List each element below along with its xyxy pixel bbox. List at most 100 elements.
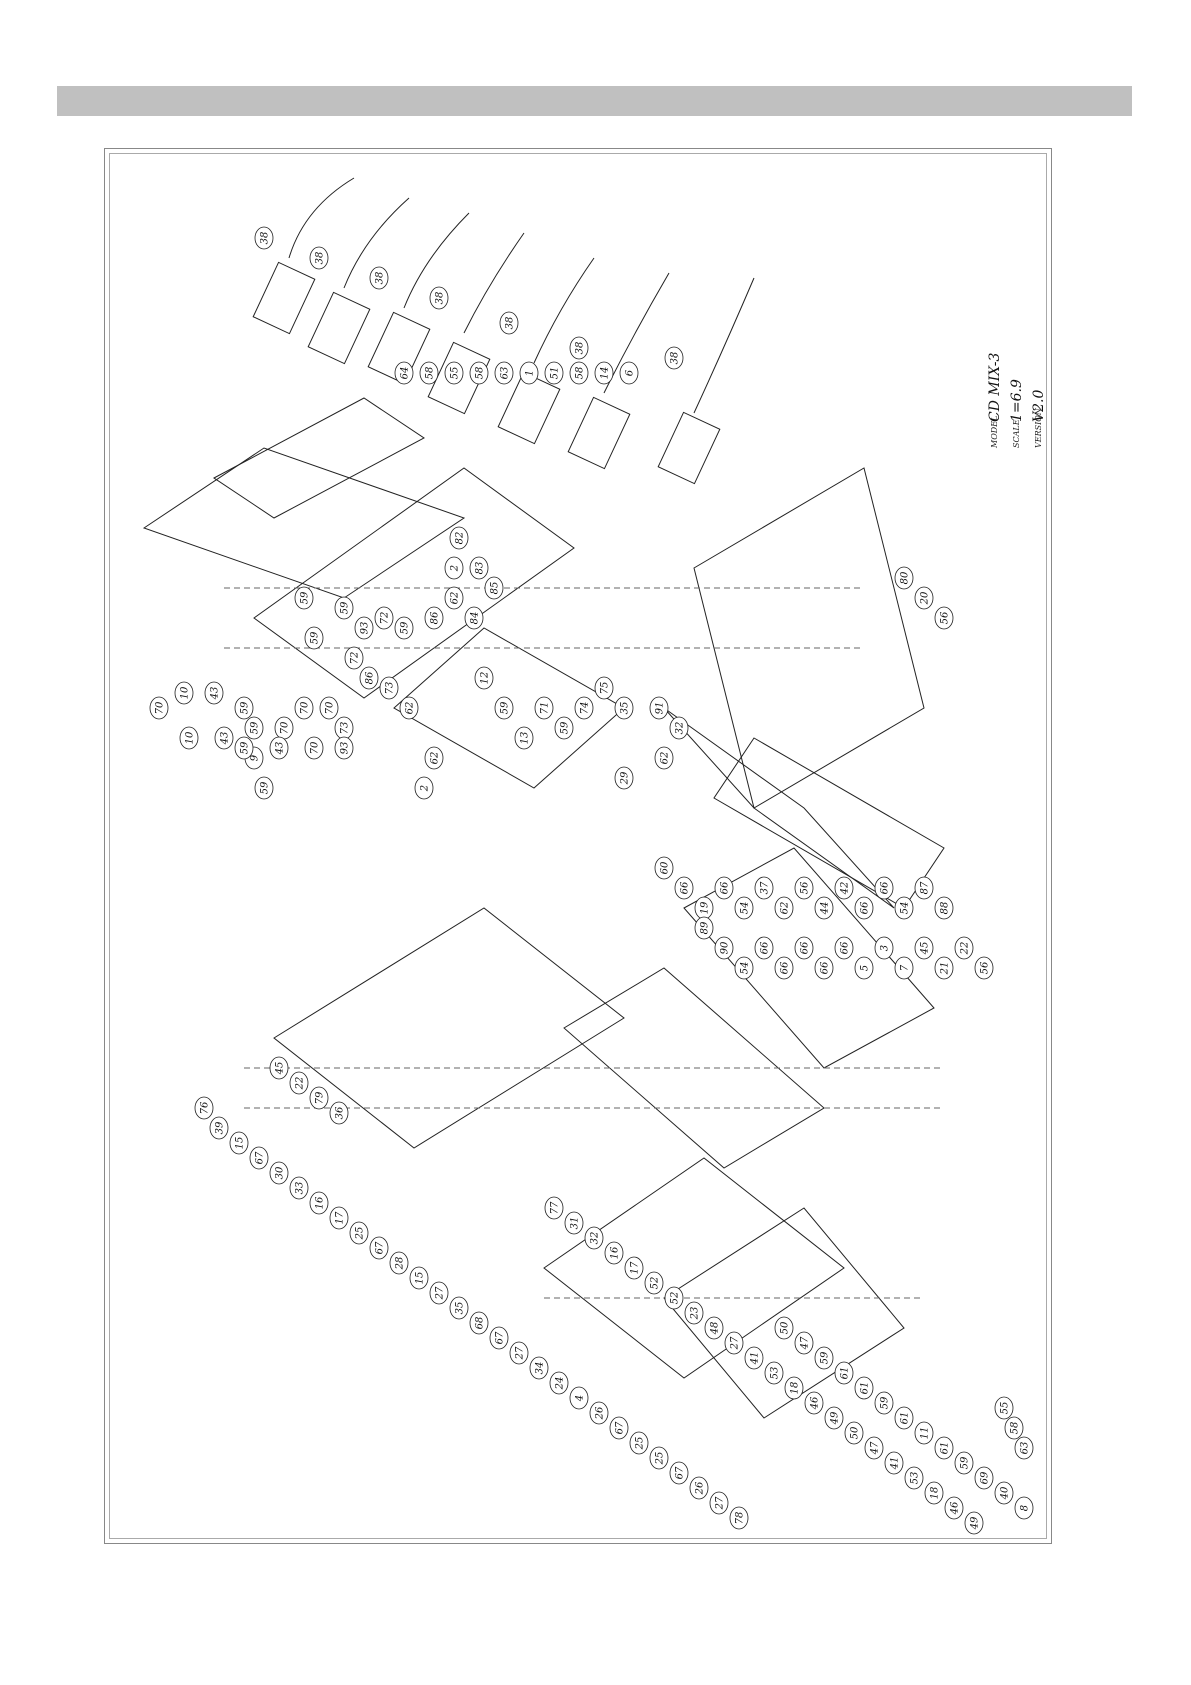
callout-bubble <box>994 1396 1014 1420</box>
callout-bubble <box>894 566 914 590</box>
callout-number: 3 <box>880 945 891 951</box>
callout-155: 55 <box>994 1396 1014 1420</box>
callout-number: 59 <box>250 721 261 734</box>
callout-number: 71 <box>540 702 551 715</box>
callout-number: 13 <box>520 732 531 745</box>
callout-64: 42 <box>834 876 854 900</box>
callout-116: 67 <box>669 1461 689 1485</box>
callout-number: 49 <box>970 1516 981 1530</box>
callout-160: 55 <box>444 361 464 385</box>
callout-13: 43 <box>204 681 224 705</box>
callout-bubble <box>429 1281 449 1305</box>
callout-number: 18 <box>930 1487 941 1500</box>
callout-73: 66 <box>754 936 774 960</box>
callout-71: 90 <box>714 936 734 960</box>
callout-number: 66 <box>720 881 731 894</box>
callout-bubble <box>924 1481 944 1505</box>
callout-number: 69 <box>980 1471 991 1484</box>
callout-bubble <box>254 776 274 800</box>
callout-bubble <box>414 776 434 800</box>
callout-number: 70 <box>280 721 291 734</box>
bottom-boards <box>543 1157 905 1419</box>
callout-bubble <box>444 556 464 580</box>
callout-number: 66 <box>820 961 831 974</box>
callout-60: 37 <box>754 876 774 900</box>
callout-number: 2 <box>420 785 431 792</box>
callout-number: 66 <box>880 881 891 894</box>
callout-bubble <box>619 361 639 385</box>
callout-bubble <box>824 1406 844 1430</box>
callout-bubble <box>494 696 514 720</box>
callout-161: 58 <box>469 361 489 385</box>
callout-122: 32 <box>584 1226 604 1250</box>
callout-bubble <box>674 876 694 900</box>
callout-74: 66 <box>774 956 794 980</box>
callout-number: 2 <box>450 565 461 572</box>
callout-number: 8 <box>1020 1505 1031 1511</box>
callout-number: 53 <box>770 1367 781 1380</box>
callout-bubble <box>374 606 394 630</box>
callout-bubble <box>429 286 449 310</box>
callout-bubble <box>884 1451 904 1475</box>
callout-number: 61 <box>860 1382 871 1395</box>
callout-94: 15 <box>229 1131 249 1155</box>
callout-number: 93 <box>340 742 351 755</box>
callout-bubble <box>444 586 464 610</box>
callout-bubble <box>474 666 494 690</box>
callout-bubble <box>934 956 954 980</box>
callout-132: 18 <box>784 1376 804 1400</box>
callout-number: 88 <box>940 902 951 915</box>
callout-number: 76 <box>200 1101 211 1114</box>
callout-bubble <box>449 526 469 550</box>
callout-number: 56 <box>940 611 951 624</box>
callout-21: 62 <box>444 586 464 610</box>
callout-144: 59 <box>814 1346 834 1370</box>
callout-number: 46 <box>810 1396 821 1410</box>
callout-62: 56 <box>794 876 814 900</box>
callout-164: 51 <box>544 361 564 385</box>
callout-bubble <box>724 1331 744 1355</box>
callout-142: 50 <box>774 1316 794 1340</box>
callout-149: 11 <box>914 1421 934 1445</box>
callout-bubble <box>614 696 634 720</box>
callout-bubble <box>904 1466 924 1490</box>
callout-number: 59 <box>240 741 251 754</box>
callout-147: 59 <box>874 1391 894 1415</box>
callout-133: 46 <box>804 1391 824 1415</box>
callout-bubble <box>334 736 354 760</box>
callout-148: 61 <box>894 1406 914 1430</box>
callout-63: 44 <box>814 896 834 920</box>
callout-bubble <box>784 1376 804 1400</box>
main-chassis <box>663 467 945 909</box>
callout-30: 59 <box>304 626 324 650</box>
callout-number: 47 <box>800 1336 811 1350</box>
callout-106: 68 <box>469 1311 489 1335</box>
callout-bubble <box>874 1391 894 1415</box>
callout-95: 67 <box>249 1146 269 1170</box>
callout-number: 63 <box>1020 1442 1031 1455</box>
callout-103: 15 <box>409 1266 429 1290</box>
callout-bubble <box>424 606 444 630</box>
callout-24: 83 <box>469 556 489 580</box>
callout-112: 26 <box>589 1401 609 1425</box>
callout-82: 21 <box>934 956 954 980</box>
callout-number: 32 <box>590 1232 601 1245</box>
callout-bubble <box>229 1131 249 1155</box>
callout-157: 63 <box>1014 1436 1034 1460</box>
callout-number: 87 <box>920 881 931 894</box>
callout-number: 45 <box>275 1062 286 1076</box>
callout-number: 27 <box>515 1346 526 1360</box>
callout-bubble <box>654 856 674 880</box>
version-value: V2.0 <box>1031 390 1047 422</box>
callout-bubble <box>754 876 774 900</box>
callout-56: 66 <box>674 876 694 900</box>
callout-52: 32 <box>669 716 689 740</box>
callout-number: 70 <box>155 701 166 714</box>
callout-48: 74 <box>574 696 594 720</box>
callout-123: 16 <box>604 1241 624 1265</box>
callout-bubble <box>774 896 794 920</box>
callout-143: 47 <box>794 1331 814 1355</box>
callout-number: 58 <box>575 367 586 380</box>
callout-91: 36 <box>329 1101 349 1125</box>
callout-159: 58 <box>419 361 439 385</box>
